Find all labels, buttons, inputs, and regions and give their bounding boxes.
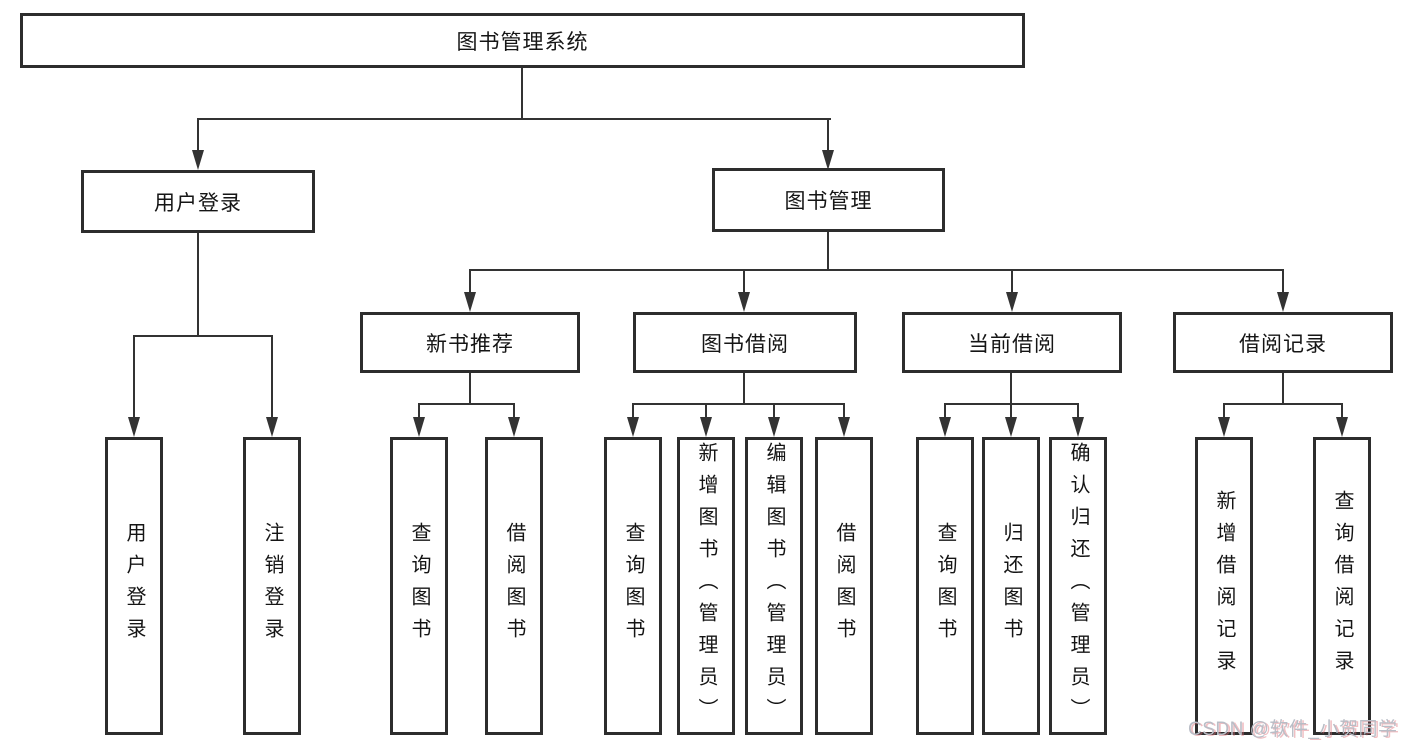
connector-line xyxy=(1223,403,1225,419)
node-label: 归还图书 xyxy=(1000,522,1022,650)
node-label: 查询图书 xyxy=(934,522,956,650)
leaf-confirm-return-admin: 确认归还（管理员） xyxy=(1049,437,1107,735)
node-current-borrowing: 当前借阅 xyxy=(902,312,1122,373)
node-label: 编辑图书（管理员） xyxy=(763,442,785,730)
connector-arrow-icon xyxy=(822,150,834,170)
connector-arrow-icon xyxy=(413,417,425,437)
connector-line xyxy=(1010,373,1012,405)
node-label: 图书管理系统 xyxy=(456,30,589,54)
node-label: 查询图书 xyxy=(622,522,644,650)
connector-line xyxy=(843,403,845,419)
node-label: 新书推荐 xyxy=(426,332,514,356)
connector-line xyxy=(197,233,199,335)
leaf-user-login: 用户登录 xyxy=(105,437,163,735)
csdn-watermark: CSDN @软件_小贺同学 xyxy=(1188,719,1398,740)
connector-line xyxy=(743,269,745,294)
leaf-edit-books-admin: 编辑图书（管理员） xyxy=(745,437,803,735)
leaf-return-books: 归还图书 xyxy=(982,437,1040,735)
connector-line xyxy=(521,68,523,119)
node-label: 查询借阅记录 xyxy=(1331,490,1353,682)
leaf-add-borrow-record: 新增借阅记录 xyxy=(1195,437,1253,735)
connector-arrow-icon xyxy=(266,417,278,437)
node-label: 借阅记录 xyxy=(1239,332,1327,356)
connector-line xyxy=(1010,403,1012,419)
connector-arrow-icon xyxy=(1277,292,1289,312)
leaf-query-borrow-record: 查询借阅记录 xyxy=(1313,437,1371,735)
connector-line xyxy=(944,403,946,419)
connector-line xyxy=(743,373,745,405)
node-borrowing-records: 借阅记录 xyxy=(1173,312,1393,373)
connector-arrow-icon xyxy=(128,417,140,437)
node-label: 借阅图书 xyxy=(503,522,525,650)
node-label: 借阅图书 xyxy=(833,522,855,650)
connector-line xyxy=(133,335,135,419)
node-label: 新增借阅记录 xyxy=(1213,490,1235,682)
connector-arrow-icon xyxy=(508,417,520,437)
connector-line xyxy=(827,232,829,270)
node-label: 图书管理 xyxy=(784,190,873,213)
node-book-management: 图书管理 xyxy=(712,168,945,232)
leaf-add-books-admin: 新增图书（管理员） xyxy=(677,437,735,735)
leaf-query-books-borrowing: 查询图书 xyxy=(604,437,662,735)
node-label: 新增图书（管理员） xyxy=(695,442,717,730)
leaf-query-books-recommend: 查询图书 xyxy=(390,437,448,735)
connector-arrow-icon xyxy=(738,292,750,312)
leaf-borrow-books-recommend: 借阅图书 xyxy=(485,437,543,735)
node-new-book-recommend: 新书推荐 xyxy=(360,312,580,373)
node-label: 图书借阅 xyxy=(701,332,789,356)
connector-line xyxy=(469,269,1284,271)
node-user-login: 用户登录 xyxy=(81,170,315,233)
connector-arrow-icon xyxy=(1218,417,1230,437)
connector-arrow-icon xyxy=(939,417,951,437)
connector-arrow-icon xyxy=(838,417,850,437)
connector-line xyxy=(197,118,831,120)
node-label: 当前借阅 xyxy=(968,332,1056,356)
node-label: 用户登录 xyxy=(154,191,242,215)
leaf-logout: 注销登录 xyxy=(243,437,301,735)
connector-arrow-icon xyxy=(1005,417,1017,437)
connector-line xyxy=(1011,269,1013,294)
connector-arrow-icon xyxy=(1072,417,1084,437)
connector-arrow-icon xyxy=(192,150,204,170)
connector-line xyxy=(133,335,273,337)
connector-line xyxy=(1282,373,1284,405)
node-label: 查询图书 xyxy=(408,522,430,650)
connector-line xyxy=(1341,403,1343,419)
leaf-borrow-books: 借阅图书 xyxy=(815,437,873,735)
connector-arrow-icon xyxy=(464,292,476,312)
node-label: 确认归还（管理员） xyxy=(1067,442,1089,730)
connector-line xyxy=(632,403,634,419)
connector-line xyxy=(1282,269,1284,294)
connector-line xyxy=(418,403,420,419)
connector-arrow-icon xyxy=(627,417,639,437)
connector-arrow-icon xyxy=(1006,292,1018,312)
connector-line xyxy=(271,335,273,419)
connector-line xyxy=(469,269,471,294)
connector-line xyxy=(632,403,845,405)
connector-line xyxy=(1223,403,1343,405)
node-library-system: 图书管理系统 xyxy=(20,13,1025,68)
connector-line xyxy=(1077,403,1079,419)
connector-arrow-icon xyxy=(700,417,712,437)
connector-line xyxy=(773,403,775,419)
node-label: 注销登录 xyxy=(261,522,283,650)
connector-arrow-icon xyxy=(1336,417,1348,437)
connector-line xyxy=(197,118,199,152)
connector-line xyxy=(513,403,515,419)
connector-line xyxy=(418,403,515,405)
connector-line xyxy=(827,118,829,152)
connector-line xyxy=(469,373,471,405)
node-label: 用户登录 xyxy=(123,522,145,650)
connector-arrow-icon xyxy=(768,417,780,437)
node-book-borrowing: 图书借阅 xyxy=(633,312,857,373)
connector-line xyxy=(705,403,707,419)
leaf-query-books-current: 查询图书 xyxy=(916,437,974,735)
